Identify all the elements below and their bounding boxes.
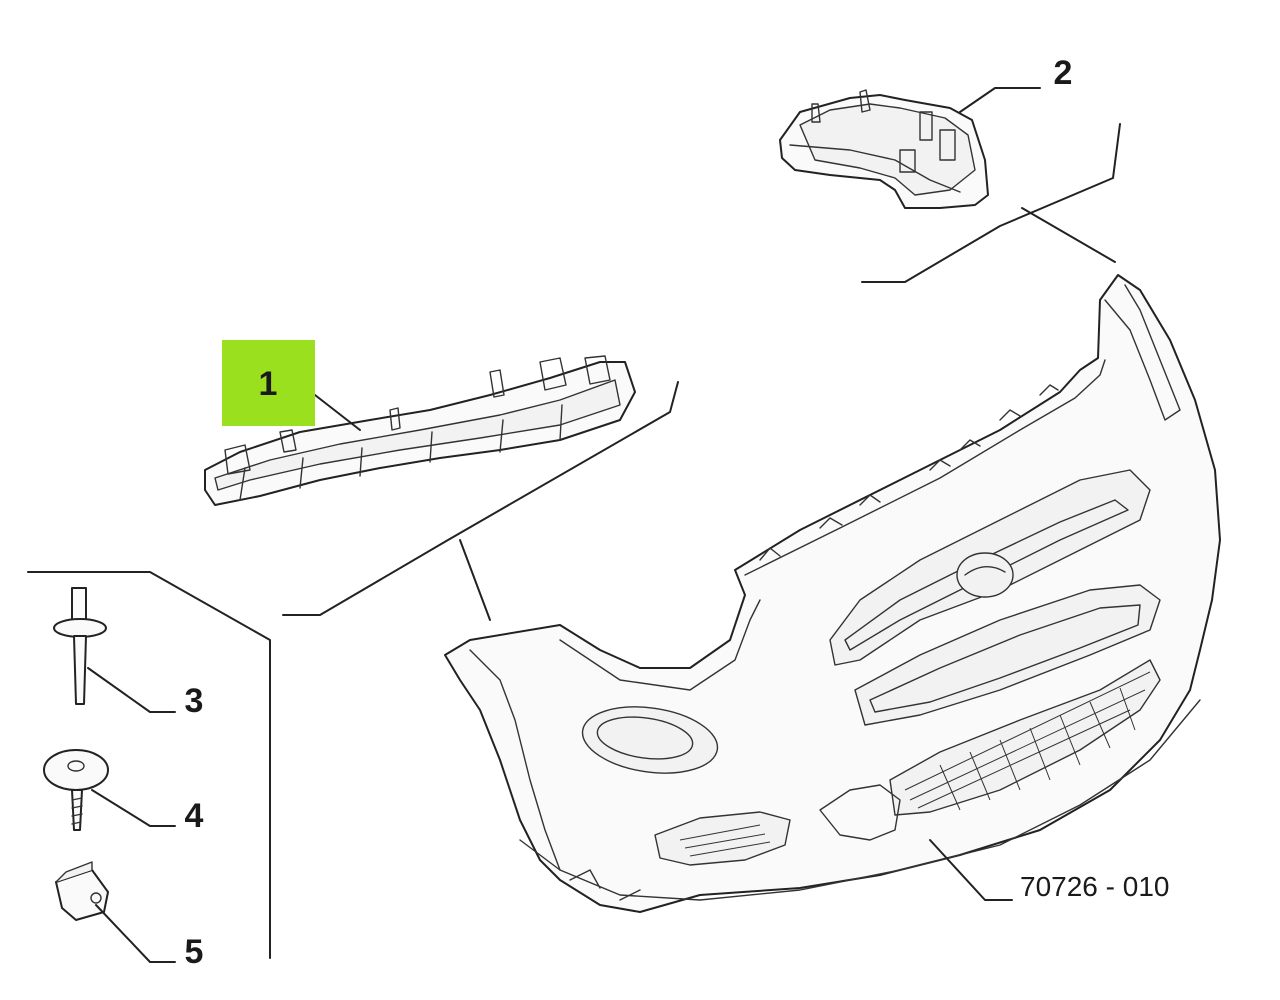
right-bumper-bracket[interactable] — [779, 89, 989, 209]
screw-icon[interactable] — [43, 749, 109, 831]
front-bumper-support-bracket[interactable] — [204, 355, 636, 506]
front-bumper-cover[interactable] — [444, 274, 1221, 913]
highlight-box — [222, 340, 315, 426]
callout-1: 1 — [259, 365, 278, 403]
lower-grille-mesh — [904, 671, 1151, 811]
callout-3: 3 — [185, 682, 204, 720]
callout-4: 4 — [185, 797, 204, 835]
callout-5: 5 — [185, 933, 204, 971]
clip-nut-icon[interactable] — [55, 861, 109, 921]
callout-2: 2 — [1054, 54, 1073, 92]
leader-lines — [87, 87, 1041, 963]
reference-code: 70726 - 010 — [1020, 871, 1169, 902]
frame-lines — [27, 123, 1121, 959]
rivet-icon[interactable] — [53, 587, 107, 705]
